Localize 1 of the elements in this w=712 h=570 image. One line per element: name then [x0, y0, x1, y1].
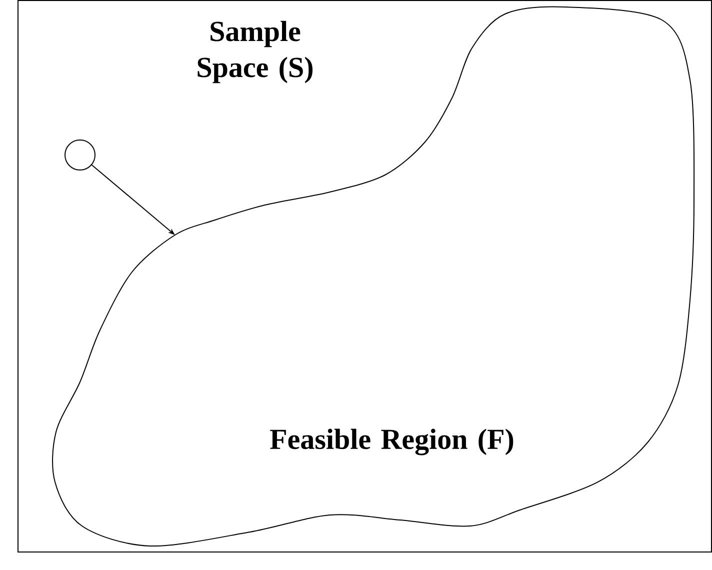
circle [64, 140, 96, 170]
